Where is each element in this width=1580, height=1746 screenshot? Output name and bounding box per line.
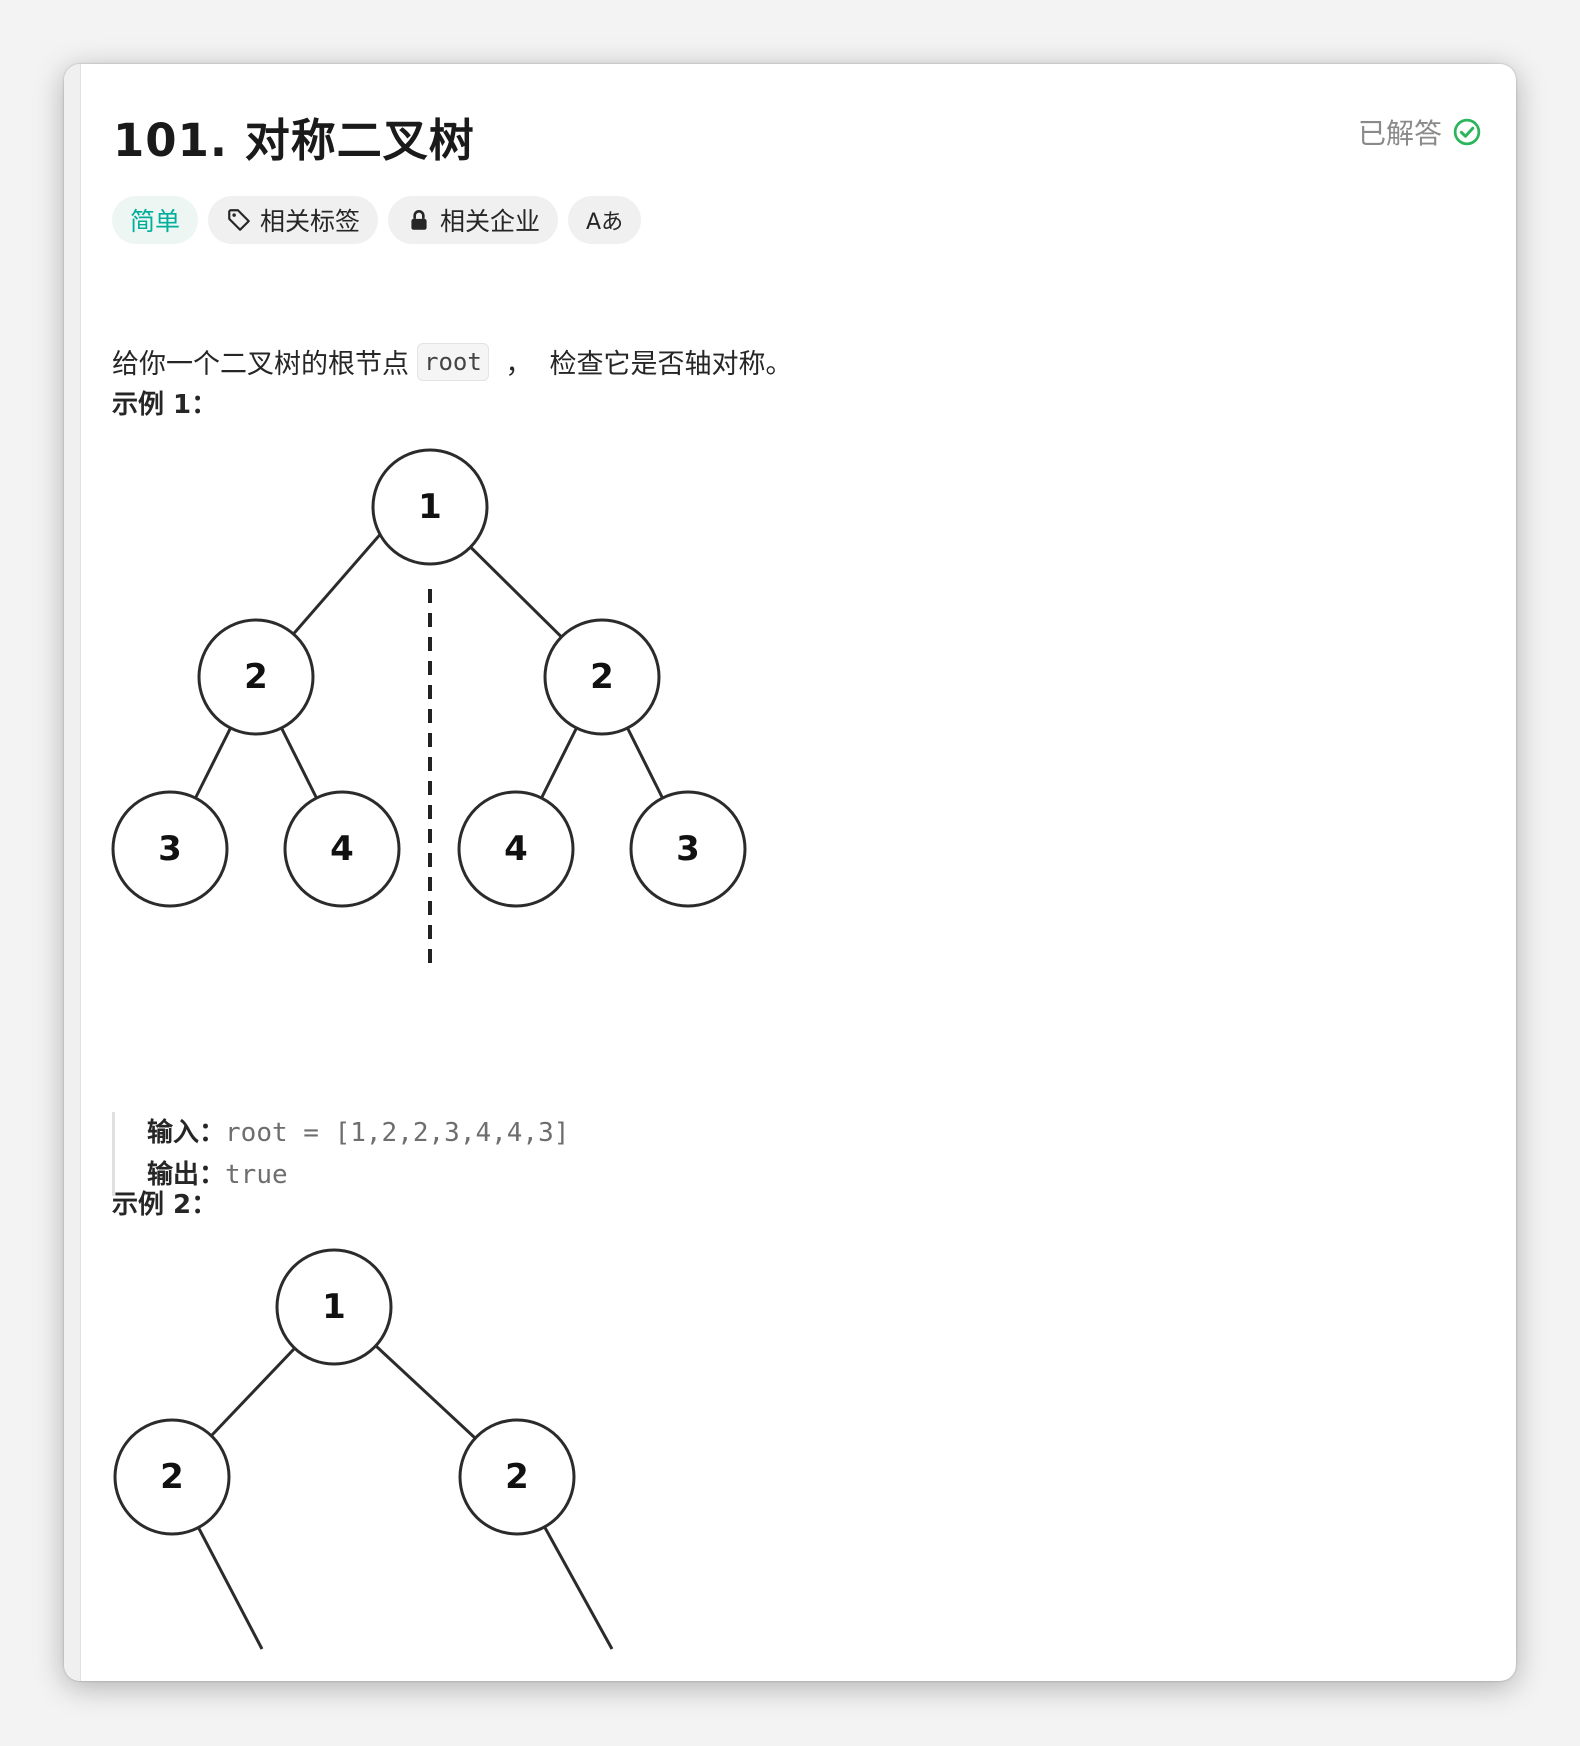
tree-node-value: 2 [244, 657, 268, 697]
problem-panel: 101. 对称二叉树 已解答 简单 相关标签 相关企业 Aあ [64, 64, 1516, 1681]
example-1-io: 输入： root = [1,2,2,3,4,4,3] 输出： true [112, 1112, 569, 1196]
tree-node [283, 790, 401, 908]
tree-node-value: 2 [590, 657, 614, 697]
input-label: 输入： [147, 1118, 226, 1148]
tag-bar: 简单 相关标签 相关企业 Aあ [112, 196, 642, 244]
description-text-after: ， 检查它是否轴对称。 [496, 349, 793, 380]
example-2-tree-diagram: 1 2 2 [113, 1248, 614, 1650]
check-circle-icon [1453, 118, 1481, 146]
input-value: root = [1,2,2,3,4,4,3] [225, 1118, 570, 1148]
tree-node [275, 1248, 393, 1366]
tree-node-value: 4 [504, 829, 528, 869]
inline-code: root [417, 342, 489, 381]
example-2-title: 示例 2： [112, 1190, 218, 1220]
related-tags-label: 相关标签 [260, 207, 361, 236]
lock-icon [411, 210, 427, 230]
tree-node-value: 1 [418, 487, 442, 527]
difficulty-badge[interactable]: 简单 [112, 196, 199, 244]
related-tags-button[interactable]: 相关标签 [208, 196, 379, 244]
related-companies-label: 相关企业 [440, 207, 541, 236]
tree-node [197, 618, 315, 736]
tree-node [371, 448, 489, 566]
tree-node [458, 1418, 576, 1536]
tree-node [457, 790, 575, 908]
page-title: 101. 对称二叉树 [113, 104, 475, 169]
solved-status: 已解答 [1358, 112, 1482, 152]
tag-icon [228, 209, 250, 231]
tree-node-value: 4 [330, 829, 354, 869]
output-label: 输出： [147, 1160, 226, 1190]
tree-node [113, 1418, 231, 1536]
tree-node-value: 3 [676, 829, 700, 869]
problem-number: 101. [113, 114, 229, 167]
example-1-title: 示例 1： [112, 390, 218, 420]
translate-icon: Aあ [586, 210, 624, 235]
tree-node-value: 2 [505, 1457, 529, 1497]
tree-node-value: 2 [160, 1457, 184, 1497]
example-output-row: 输出： true [147, 1154, 569, 1196]
example-input-row: 输入： root = [1,2,2,3,4,4,3] [147, 1112, 569, 1154]
difficulty-label: 简单 [130, 207, 181, 236]
tree-node-value: 3 [158, 829, 182, 869]
related-companies-button[interactable]: 相关企业 [388, 196, 559, 244]
output-value: true [225, 1160, 288, 1190]
tree-node [629, 790, 747, 908]
tree-node [543, 618, 661, 736]
problem-description: 给你一个二叉树的根节点 root ， 检查它是否轴对称。 [112, 342, 793, 381]
example-1-tree-diagram: 1 2 2 3 4 4 3 [111, 448, 747, 964]
description-text-before: 给你一个二叉树的根节点 [112, 349, 409, 380]
problem-name: 对称二叉树 [244, 114, 475, 167]
panel-resize-rail[interactable] [64, 64, 81, 1681]
translate-button[interactable]: Aあ [568, 196, 642, 244]
solved-label: 已解答 [1357, 117, 1442, 150]
tree-node-value: 1 [322, 1287, 346, 1327]
tree-node [111, 790, 229, 908]
